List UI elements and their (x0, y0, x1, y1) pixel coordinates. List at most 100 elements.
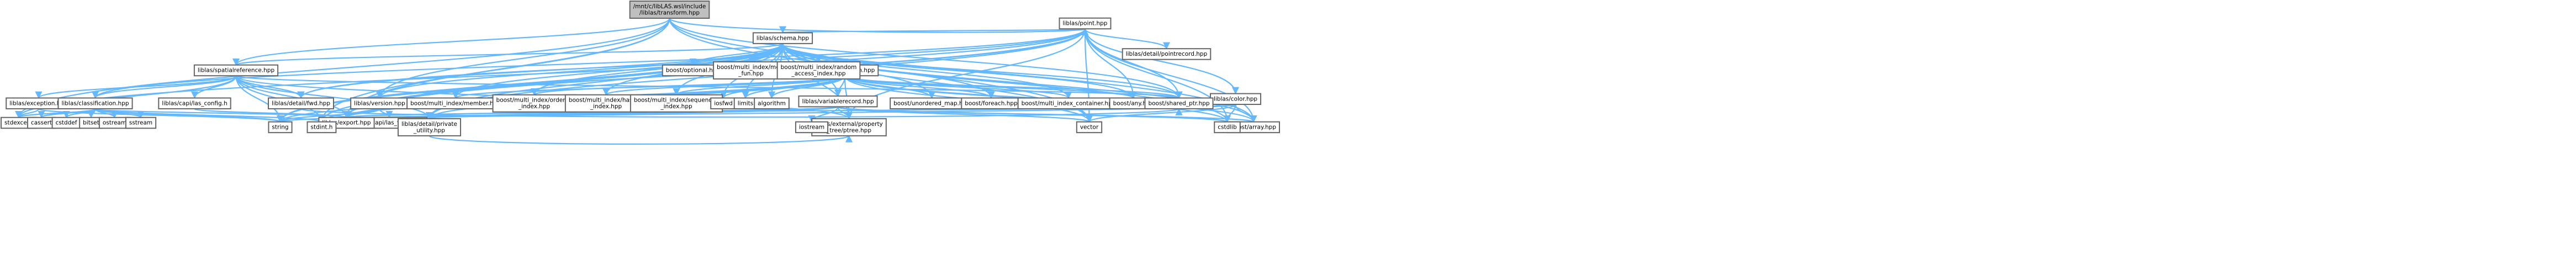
edges-layer (15, 17, 1257, 145)
node-schema[interactable]: liblas/schema.hpp (752, 32, 813, 44)
node-box (57, 97, 133, 109)
node-classification[interactable]: liblas/classification.hpp (57, 97, 133, 109)
node-box (306, 121, 337, 134)
node-iostream[interactable]: iostream (795, 121, 829, 134)
node-box (629, 1, 710, 19)
node-detail-private[interactable]: liblas/detail/private_utility.hpp (397, 118, 462, 136)
node-label: liblas/exception.hpp (9, 100, 68, 107)
node-box (268, 121, 293, 134)
node-point[interactable]: liblas/point.hpp (1059, 17, 1112, 30)
node-label: boost/any.hpp (1113, 100, 1154, 107)
node-sstream[interactable]: sstream (125, 117, 157, 129)
node-label: ostream (103, 120, 126, 126)
node-label: stdexcept (4, 120, 33, 126)
edge-point-to-detail-pointrecord (1084, 28, 1171, 50)
node-label: _index.hpp (660, 103, 692, 110)
node-transform[interactable]: /mnt/c/libLAS.wsl/include/liblas/transfo… (629, 1, 710, 19)
node-label: boost/array.hpp (1231, 124, 1276, 131)
node-box (1122, 48, 1212, 60)
node-boost-shared-ptr[interactable]: boost/shared_ptr.hpp (1144, 97, 1214, 109)
node-box (713, 61, 789, 80)
node-box (193, 64, 279, 77)
node-cassert[interactable]: cassert (27, 117, 56, 129)
edge-spatialref-to-classification (92, 75, 237, 99)
node-label: liblas/point.hpp (1063, 20, 1108, 27)
node-label: _index.hpp (518, 103, 551, 110)
node-label: _tree/ptree.hpp (826, 127, 871, 134)
edge-spatialref-to-exception (35, 75, 237, 99)
edge-transform-to-boost-shared-ptr (669, 18, 1183, 99)
node-box (125, 117, 157, 129)
node-label: cassert (31, 120, 52, 126)
node-stdint[interactable]: stdint.h (306, 121, 337, 134)
node-label: sstream (129, 120, 152, 126)
node-box (1059, 17, 1112, 30)
node-label: iostream (799, 124, 824, 131)
node-vector[interactable]: vector (1076, 121, 1103, 134)
node-label: liblas/external/property (815, 121, 883, 128)
edge-point-to-classification (92, 28, 1086, 99)
node-boost-mi-ordered[interactable]: boost/multi_index/ordered_index.hpp (492, 94, 576, 113)
edge-color-to-boost-array (1235, 104, 1257, 123)
node-boost-mi-mem-fun[interactable]: boost/multi_index/mem_fun.hpp (713, 61, 789, 80)
node-boost-mi-member[interactable]: boost/multi_index/member.hpp (406, 97, 505, 109)
node-detail-pointrecord[interactable]: liblas/detail/pointrecord.hpp (1122, 48, 1212, 60)
node-label: boost/optional.hpp (666, 67, 721, 74)
node-label: boost/unordered_map.hpp (893, 100, 970, 107)
node-color[interactable]: liblas/color.hpp (1209, 93, 1262, 105)
node-string[interactable]: string (268, 121, 293, 134)
node-label: /liblas/transform.hpp (639, 10, 700, 17)
node-label: boost/multi_index/random (781, 64, 857, 71)
node-box (752, 32, 813, 44)
node-boost-foreach[interactable]: boost/foreach.hpp (961, 97, 1022, 109)
edge-classification-to-stdexcept (15, 108, 96, 119)
node-cstdlib[interactable]: cstdlib (1214, 121, 1241, 134)
node-detail-fwd[interactable]: liblas/detail/fwd.hpp (268, 97, 334, 109)
node-box (1214, 121, 1241, 134)
edge-schema-to-boost-optional (689, 43, 784, 66)
node-iosfwd[interactable]: iosfwd (710, 97, 737, 109)
node-box (798, 95, 878, 108)
node-label: boost/multi_index/member.hpp (410, 100, 501, 107)
node-label: /mnt/c/libLAS.wsl/include (633, 3, 706, 10)
node-limits[interactable]: limits (733, 97, 758, 109)
node-ostream[interactable]: ostream (98, 117, 131, 129)
edge-point-to-color (1084, 29, 1240, 94)
nodes-layer: /mnt/c/libLAS.wsl/include/liblas/transfo… (1, 1, 1280, 136)
node-boost-mi-container[interactable]: boost/multi_index_container.hpp (1017, 97, 1120, 109)
node-cstddef[interactable]: cstddef (51, 117, 81, 129)
node-boost-mi-sequenced[interactable]: boost/multi_index/sequenced_index.hpp (630, 94, 723, 113)
edge-schema-to-version (376, 43, 784, 99)
node-label: stdint.h (311, 124, 333, 131)
edge-capi-config-to-export (194, 108, 350, 119)
node-label: _fun.hpp (738, 70, 764, 77)
node-version[interactable]: liblas/version.hpp (350, 97, 409, 109)
node-label: boost/multi_index/mem (717, 64, 785, 71)
node-label: _index.hpp (590, 103, 622, 110)
edge-transform-to-spatialref (232, 18, 670, 66)
node-label: liblas/detail/private (401, 121, 457, 128)
node-boost-unordered[interactable]: boost/unordered_map.hpp (890, 97, 974, 109)
node-label: boost/multi_index_container.hpp (1022, 100, 1116, 107)
node-capi-config[interactable]: liblas/capi/las_config.h (158, 97, 231, 109)
edge-schema-to-spatialref (232, 43, 784, 66)
node-label: cstddef (56, 120, 77, 126)
node-label: iosfwd (714, 100, 733, 107)
node-boost-mi-random[interactable]: boost/multi_index/random_access_index.hp… (776, 61, 861, 80)
edge-point-to-boost-array (1084, 29, 1257, 123)
node-label: liblas/detail/fwd.hpp (272, 100, 330, 107)
edge-color-to-cstdlib (1223, 104, 1236, 123)
node-exception[interactable]: liblas/exception.hpp (6, 97, 72, 109)
node-label: algorithm (758, 100, 786, 107)
node-spatialref[interactable]: liblas/spatialreference.hpp (193, 64, 279, 77)
node-label: boost/multi_index/sequenced (634, 97, 719, 104)
edge-dimension-to-boost-shared-ptr (844, 75, 1183, 99)
node-algorithm[interactable]: algorithm (754, 97, 790, 109)
edge-point-to-schema (780, 25, 1086, 34)
edge-detail-private-to-ext-property (429, 135, 853, 145)
node-box (397, 118, 462, 136)
node-label: liblas/spatialreference.hpp (198, 67, 275, 74)
node-label: cstdlib (1218, 124, 1237, 131)
node-variablerecord[interactable]: liblas/variablerecord.hpp (798, 95, 878, 108)
edge-dimension-to-boost-foreach (844, 75, 995, 99)
